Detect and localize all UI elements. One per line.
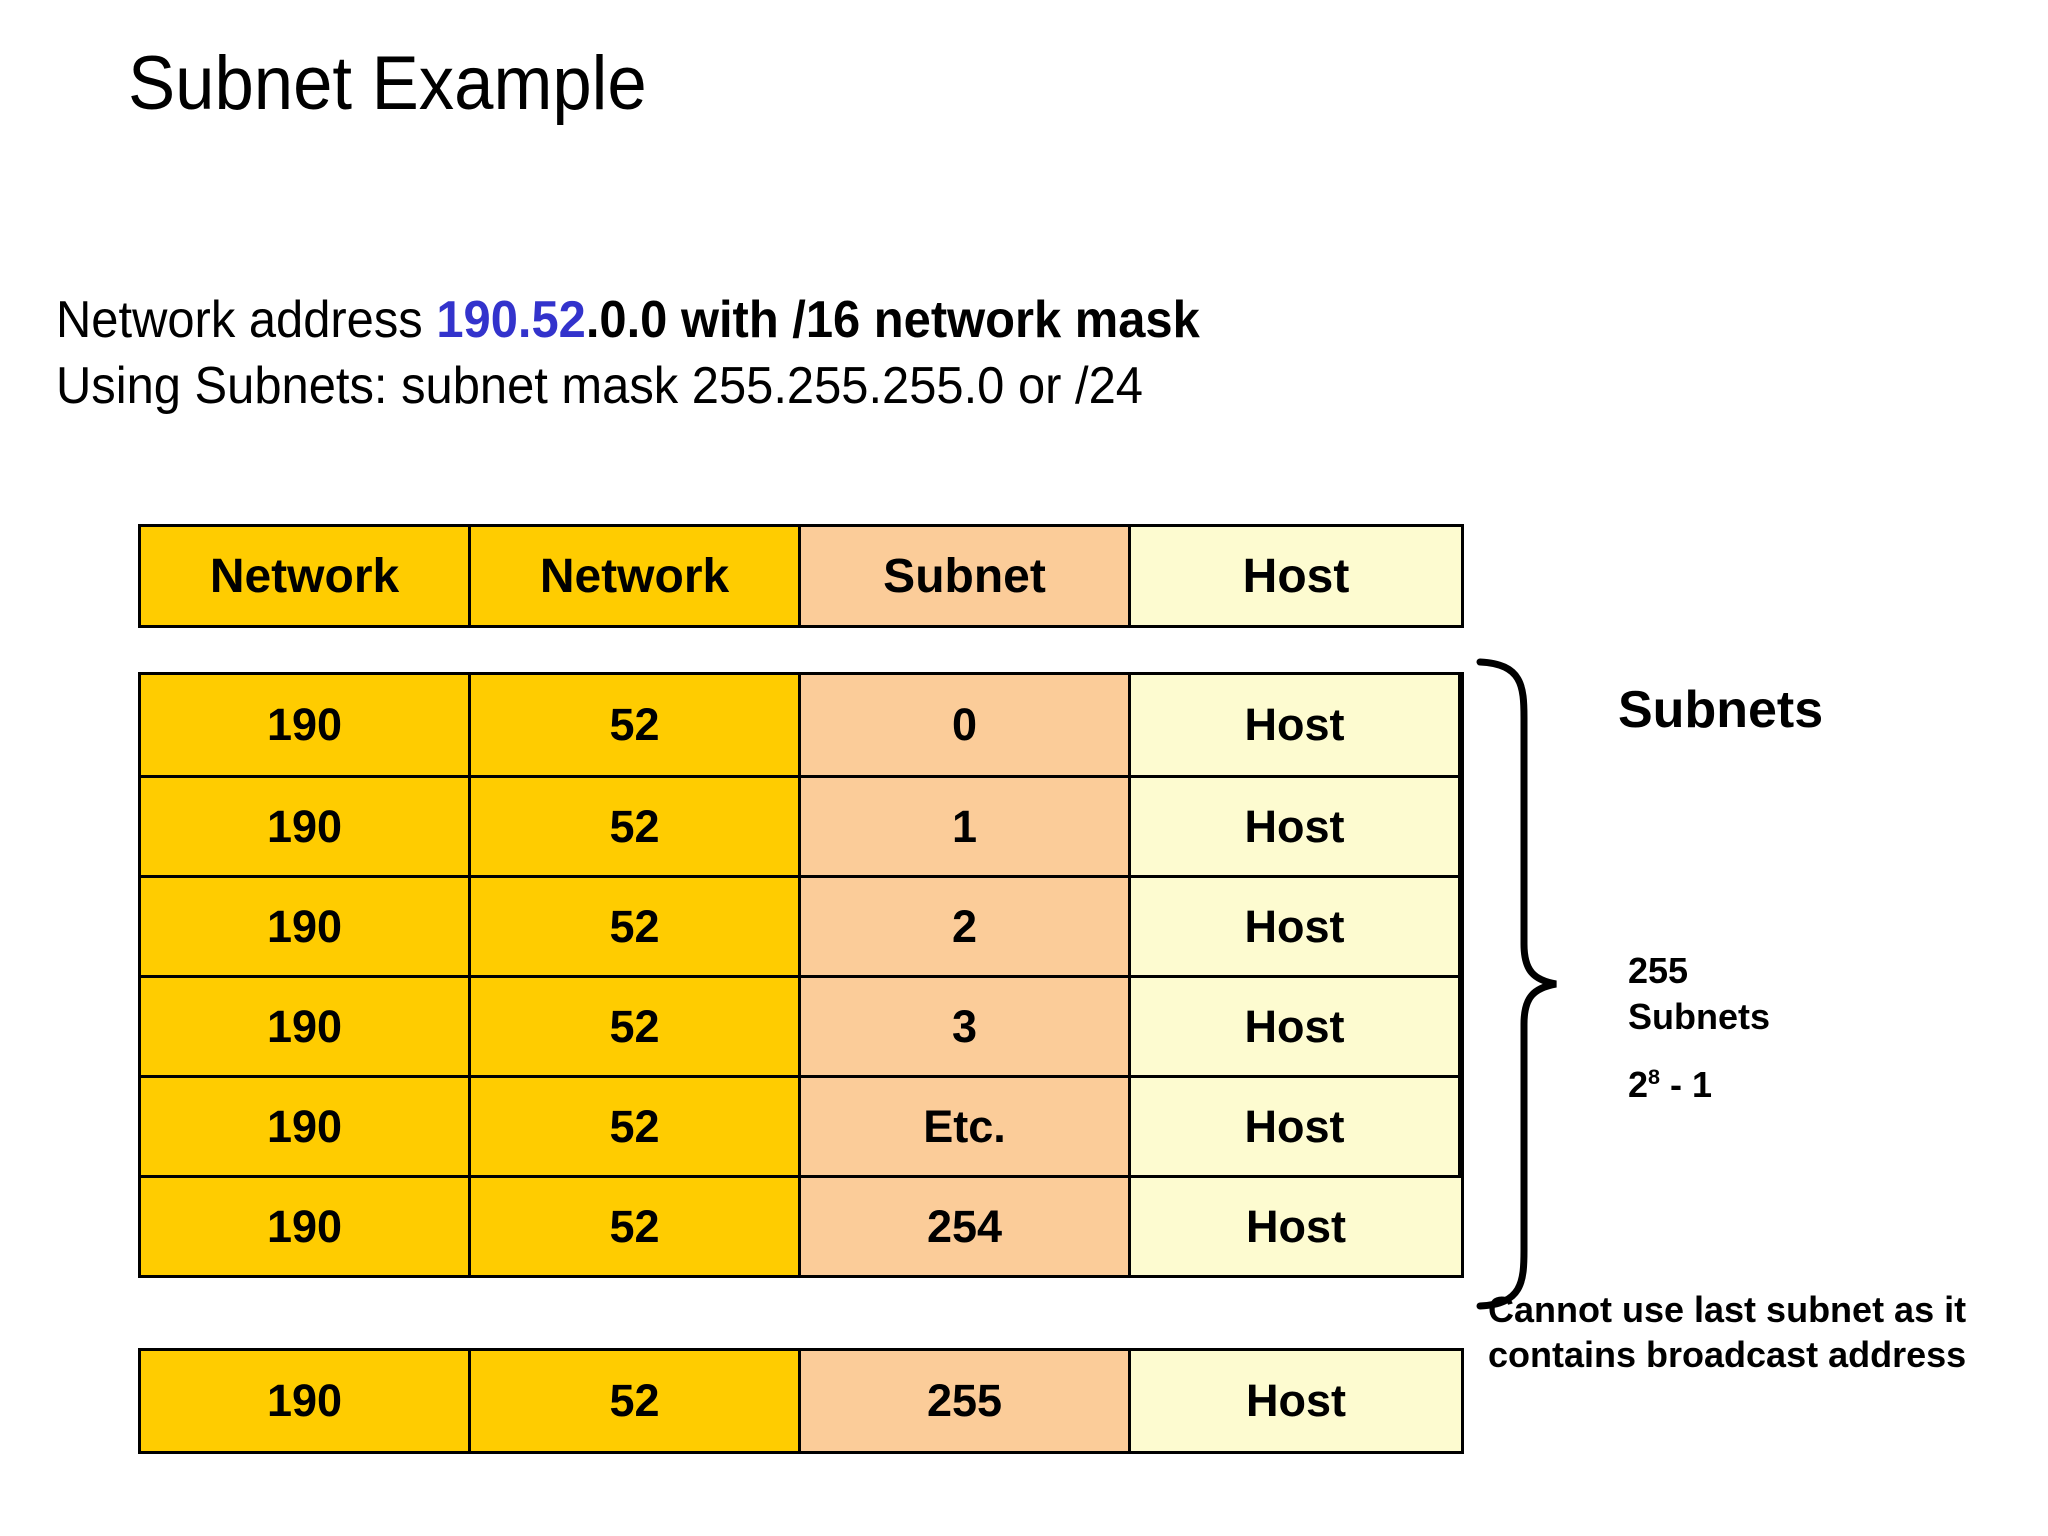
table-row: 190 — [141, 1075, 471, 1175]
page-title: Subnet Example — [128, 41, 647, 126]
formula-base: 2 — [1628, 1064, 1649, 1106]
formula-tail: - 1 — [1660, 1064, 1713, 1106]
table-row: Host — [1131, 975, 1461, 1075]
table-row: 0 — [801, 675, 1131, 775]
table-row: 52 — [471, 1175, 801, 1275]
table-row: Etc. — [801, 1075, 1131, 1175]
header-cell-network-2: Network — [471, 527, 801, 625]
intro-text-block: Network address 190.52.0.0 with /16 netw… — [56, 288, 1456, 419]
header-cell-network-1: Network — [141, 527, 471, 625]
table-row: 190 — [141, 975, 471, 1075]
subnet-count-block: 255 Subnets 28 - 1 — [1628, 948, 1770, 1108]
table-row: 190 — [141, 1175, 471, 1275]
table-row: Host — [1131, 675, 1461, 775]
network-address-highlight: 190.52 — [436, 291, 586, 349]
formula-exponent: 8 — [1648, 1064, 1661, 1090]
table-row: 52 — [471, 1075, 801, 1175]
table-row: Host — [1131, 1351, 1461, 1451]
header-cell-host: Host — [1131, 527, 1461, 625]
intro-suffix: .0.0 with /16 network mask — [585, 291, 1200, 349]
subnet-table-body: 190 52 0 Host 190 52 1 Host 190 52 2 Hos… — [138, 672, 1464, 1278]
subnet-mask-text: Using Subnets: subnet mask 255.255.255.0… — [56, 356, 1143, 415]
table-row: Host — [1131, 875, 1461, 975]
table-row: 254 — [801, 1175, 1131, 1275]
table-row: 52 — [471, 1351, 801, 1451]
table-row: 190 — [141, 775, 471, 875]
subnet-count-number: 255 — [1628, 950, 1689, 991]
table-row: 190 — [141, 1351, 471, 1451]
table-header-row: Network Network Subnet Host — [138, 524, 1464, 628]
table-row: 3 — [801, 975, 1131, 1075]
table-row: 52 — [471, 875, 801, 975]
intro-line-subnet-mask: Using Subnets: subnet mask 255.255.255.0… — [56, 354, 1372, 420]
intro-line-network-address: Network address 190.52.0.0 with /16 netw… — [56, 288, 1372, 354]
intro-prefix: Network address — [56, 291, 437, 349]
table-row: Host — [1131, 1175, 1461, 1275]
header-cell-subnet: Subnet — [801, 527, 1131, 625]
table-row: 1 — [801, 775, 1131, 875]
curly-brace-icon — [1476, 658, 1557, 1310]
table-row: 2 — [801, 875, 1131, 975]
table-row: 52 — [471, 675, 801, 775]
table-row: 255 — [801, 1351, 1131, 1451]
table-row: Host — [1131, 1075, 1461, 1175]
table-row: Host — [1131, 775, 1461, 875]
subnet-count-formula: 28 - 1 — [1628, 1062, 1770, 1108]
subnet-count-word: Subnets — [1628, 996, 1771, 1038]
table-row: 190 — [141, 675, 471, 775]
table-row: 190 — [141, 875, 471, 975]
table-row: 52 — [471, 775, 801, 875]
table-row: 52 — [471, 975, 801, 1075]
broadcast-subnet-row: 190 52 255 Host — [138, 1348, 1464, 1454]
subnets-brace-label: Subnets — [1618, 681, 1824, 739]
broadcast-address-note: Cannot use last subnet as it contains br… — [1488, 1289, 1967, 1375]
